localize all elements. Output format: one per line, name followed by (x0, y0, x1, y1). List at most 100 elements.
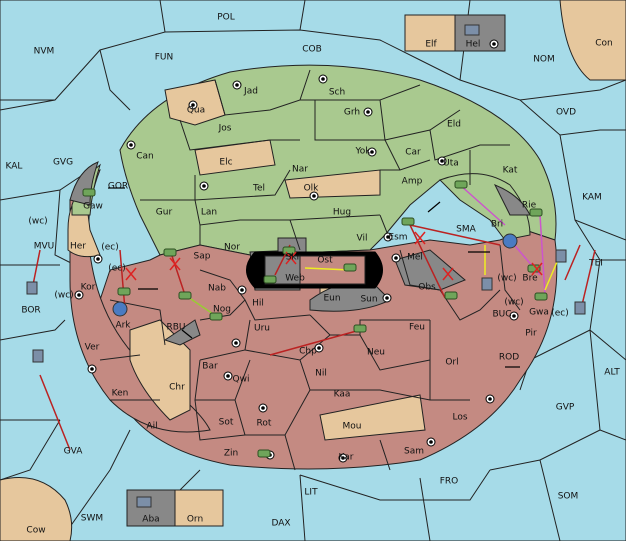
supply-centers (74, 39, 519, 463)
svg-text:(ec): (ec) (108, 264, 126, 274)
svg-text:Gaw: Gaw (83, 202, 103, 212)
svg-text:Obs: Obs (418, 283, 436, 293)
label-sma: SMA (456, 225, 476, 235)
svg-text:Neu: Neu (367, 348, 385, 358)
svg-text:Eld: Eld (447, 120, 461, 130)
label-kam: KAM (582, 193, 602, 203)
svg-text:Elc: Elc (219, 158, 232, 168)
svg-text:Kor: Kor (81, 283, 96, 293)
svg-text:Bar: Bar (202, 362, 218, 372)
svg-text:Amp: Amp (402, 177, 423, 187)
svg-text:(wc): (wc) (504, 298, 523, 308)
svg-text:Hil: Hil (252, 299, 264, 309)
svg-text:Chp: Chp (299, 347, 317, 357)
label-pol: POL (217, 13, 235, 23)
army-units (82, 180, 548, 458)
label-buc: BUC (492, 310, 511, 320)
sea-labels: POL NVM FUN COB NOM KAL GVG OVD GOR MVU … (6, 13, 621, 529)
svg-text:Gwa: Gwa (529, 308, 549, 318)
label-dax: DAX (271, 519, 290, 529)
label-mvu: MVU (34, 242, 55, 252)
region-mou[interactable] (319, 394, 426, 441)
label-nom: NOM (533, 55, 555, 65)
svg-text:Mou: Mou (343, 422, 362, 432)
svg-text:Aba: Aba (142, 515, 159, 525)
label-fro: FRO (440, 477, 459, 487)
svg-text:Uta: Uta (443, 159, 459, 169)
cut-marks (125, 231, 543, 281)
svg-text:Eun: Eun (323, 294, 340, 304)
gaw-island (69, 161, 99, 206)
svg-text:Kar: Kar (339, 453, 354, 463)
svg-text:Sun: Sun (360, 295, 377, 305)
svg-text:Uru: Uru (254, 324, 270, 334)
svg-text:Nab: Nab (208, 284, 226, 294)
svg-text:Ver: Ver (85, 343, 100, 353)
tan-grey-labels: Her Eun Elf Orn Con Cow Hel Aba Skr Web (26, 39, 612, 536)
green-labels: Jad Sch Qua Jos Grh Eld Can Elc Nar Yok … (83, 87, 537, 266)
svg-text:Hug: Hug (333, 208, 351, 218)
svg-text:Nog: Nog (213, 305, 231, 315)
svg-text:Bri: Bri (491, 220, 503, 230)
label-gvp: GVP (556, 403, 575, 413)
svg-text:Kat: Kat (503, 166, 518, 176)
strait-arrows (108, 187, 520, 368)
label-fun: FUN (155, 53, 174, 63)
svg-text:Chr: Chr (169, 383, 185, 393)
label-cob: COB (302, 45, 322, 55)
svg-text:Can: Can (136, 152, 154, 162)
svg-text:Web: Web (285, 274, 305, 284)
svg-text:Cow: Cow (26, 526, 45, 536)
rbu-rock (163, 319, 201, 346)
label-gva: GVA (64, 447, 84, 457)
region-orn[interactable] (174, 489, 224, 527)
svg-text:Bre: Bre (522, 274, 538, 284)
svg-text:Jos: Jos (218, 124, 232, 134)
svg-text:Nor: Nor (224, 243, 240, 253)
region-olk[interactable] (284, 169, 381, 199)
label-gor: GOR (108, 182, 128, 192)
svg-text:Olk: Olk (304, 184, 320, 194)
svg-text:Sam: Sam (404, 447, 424, 457)
region-aba[interactable] (126, 489, 176, 527)
svg-text:Yok: Yok (354, 147, 371, 157)
svg-text:Ken: Ken (112, 389, 129, 399)
label-lit: LIT (304, 488, 318, 498)
svg-text:Pir: Pir (525, 329, 537, 339)
svg-text:Sot: Sot (219, 418, 234, 428)
coast-labels: (wc) (ec) (wc) (ec) (wc) (ec) (wc) (28, 217, 568, 319)
svg-text:Tel: Tel (252, 184, 265, 194)
svg-text:Ark: Ark (115, 321, 131, 331)
svg-text:Rie: Rie (522, 201, 537, 211)
region-cow[interactable] (0, 477, 73, 541)
svg-text:Elf: Elf (425, 40, 437, 50)
svg-text:Ost: Ost (317, 256, 333, 266)
label-bor: BOR (21, 306, 40, 316)
svg-text:Grh: Grh (344, 108, 360, 118)
svg-text:Car: Car (405, 148, 421, 158)
svg-text:Qua: Qua (187, 106, 205, 116)
svg-text:Lan: Lan (201, 208, 217, 218)
svg-text:Rot: Rot (257, 419, 272, 429)
svg-text:Vil: Vil (357, 234, 368, 244)
region-obs-grey (394, 249, 466, 291)
svg-text:Nil: Nil (315, 369, 327, 379)
svg-text:Zin: Zin (224, 449, 238, 459)
svg-text:(wc): (wc) (54, 291, 73, 301)
svg-text:Los: Los (452, 413, 467, 423)
svg-text:Sap: Sap (194, 252, 211, 262)
svg-text:Jad: Jad (243, 87, 258, 97)
label-som: SOM (558, 492, 579, 502)
svg-text:(ec): (ec) (101, 243, 119, 253)
svg-text:Her: Her (70, 242, 86, 252)
svg-text:Orl: Orl (445, 358, 458, 368)
svg-text:Feu: Feu (409, 323, 425, 333)
svg-text:Kaa: Kaa (334, 390, 351, 400)
region-con[interactable] (559, 0, 626, 81)
svg-text:Hel: Hel (466, 40, 481, 50)
red-labels: Sap Mel Obs Nab Nog Hil Sun Uru Feu Ark … (81, 252, 549, 463)
label-ovd: OVD (556, 108, 576, 118)
fleet-units (26, 24, 586, 508)
svg-text:Ail: Ail (146, 422, 157, 432)
